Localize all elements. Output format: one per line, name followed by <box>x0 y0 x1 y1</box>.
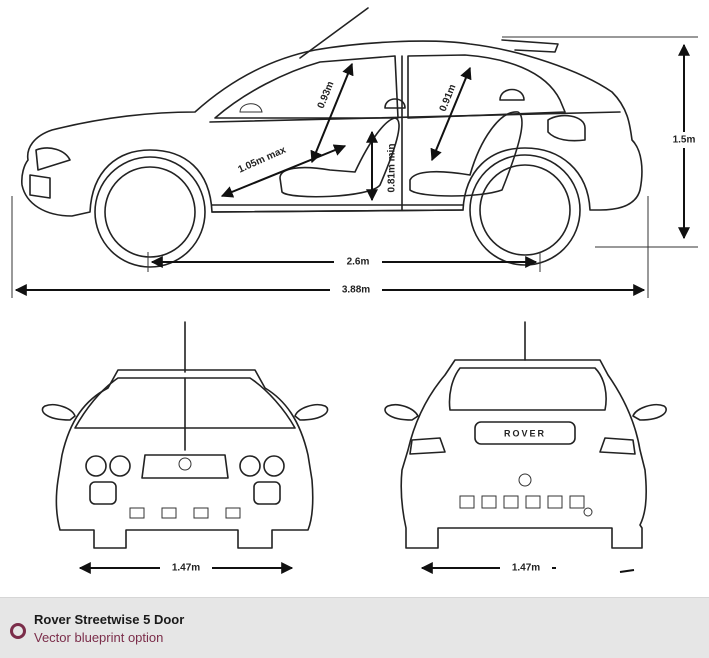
beltline <box>209 111 621 123</box>
rear-lights <box>409 437 636 455</box>
head-room-front-label: 0.93m <box>316 80 337 111</box>
rear-mirror-right <box>632 403 667 421</box>
head-room-rear-label: 0.91m <box>438 83 459 114</box>
wheelbase-label: 2.6m <box>347 257 370 268</box>
leg-room-front-label: 1.05m max <box>236 145 288 176</box>
head-room-rear-arrow <box>430 66 472 162</box>
length-label: 3.88m <box>342 285 370 296</box>
head-room-front-arrow <box>310 62 354 164</box>
mirror <box>239 103 263 113</box>
rear-headrest <box>499 88 525 101</box>
front-body-outline <box>55 369 314 549</box>
rear-window <box>547 114 586 142</box>
front-windscreen <box>74 377 296 429</box>
front-lights <box>29 147 71 199</box>
ring-bullet-icon <box>10 623 26 639</box>
rear-body-outline <box>400 359 647 549</box>
side-skirt <box>211 204 464 213</box>
rear-seat <box>409 111 523 197</box>
caption-bar: Rover Streetwise 5 Door Vector blueprint… <box>0 597 709 658</box>
front-badge <box>178 457 192 471</box>
rear-plate-surround <box>474 421 576 445</box>
caption-title: Rover Streetwise 5 Door <box>34 612 185 627</box>
front-lower-vents <box>129 507 241 519</box>
rear-track-label: 1.47m <box>512 563 540 574</box>
rear-lower-vents <box>459 495 585 509</box>
side-view: 0.93m 0.91m 1.05m max 0.81m min 1.5m 2.6… <box>11 7 704 298</box>
front-foglights <box>89 481 281 505</box>
front-seat <box>279 117 400 198</box>
front-headrest <box>384 98 406 109</box>
rear-mirror-left <box>384 403 419 421</box>
height-label: 1.5m <box>673 135 696 146</box>
front-view: 1.47m <box>41 321 329 575</box>
side-windows <box>214 54 566 119</box>
caption-subtitle[interactable]: Vector blueprint option <box>34 630 164 645</box>
rear-wheel <box>469 154 581 266</box>
rear-plate-text: ROVER <box>504 428 546 438</box>
tow-hook <box>583 507 593 517</box>
leg-room-front-arrow <box>220 144 347 198</box>
antenna-line <box>299 7 369 59</box>
front-headlights <box>85 455 285 477</box>
front-wheel <box>94 156 206 268</box>
front-mirror-left <box>41 403 76 421</box>
front-mirror-right <box>294 403 329 421</box>
rear-view: ROVER 1.47m <box>384 321 667 575</box>
side-body-outline <box>21 40 643 217</box>
leg-room-rear-label: 0.81m min <box>387 144 398 193</box>
rear-badge <box>518 473 532 487</box>
front-track-label: 1.47m <box>172 563 200 574</box>
front-grille <box>141 454 229 479</box>
roof-spoiler <box>501 39 559 53</box>
car-blueprint-diagram: 0.93m 0.91m 1.05m max 0.81m min 1.5m 2.6… <box>11 7 704 575</box>
rear-window-glass <box>448 367 607 411</box>
